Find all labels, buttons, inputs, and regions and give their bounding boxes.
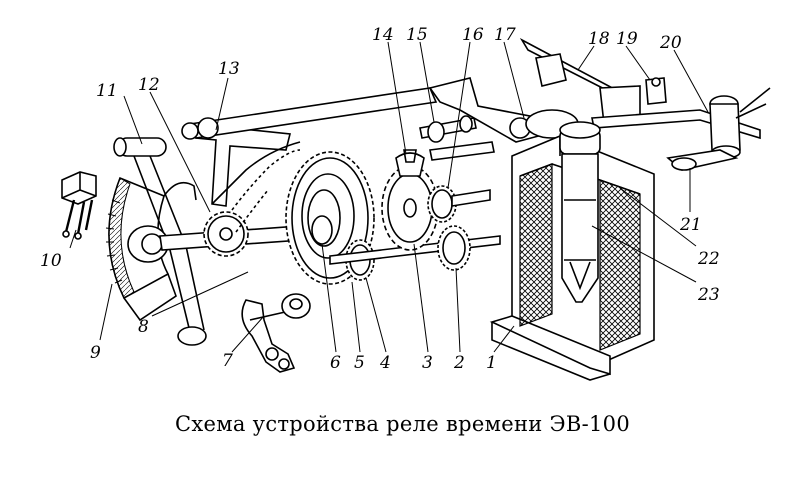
pointer-arm xyxy=(113,137,207,346)
callout-4: 4 xyxy=(379,353,391,373)
spring-bracket-13 xyxy=(195,123,301,233)
top-rod xyxy=(181,87,438,140)
lever-7 xyxy=(241,293,311,373)
gear-16 xyxy=(427,185,491,223)
callout-labels: 11 12 13 14 15 16 17 18 19 20 10 9 8 7 6… xyxy=(40,25,720,373)
callout-9: 9 xyxy=(90,343,101,363)
callout-6: 6 xyxy=(330,353,341,373)
callout-10: 10 xyxy=(40,251,62,271)
callout-19: 19 xyxy=(616,29,638,49)
callout-12: 12 xyxy=(138,75,160,95)
armature-22 xyxy=(559,121,601,155)
escape-wheel-3 xyxy=(381,165,439,251)
callout-5: 5 xyxy=(354,353,365,373)
anchor-14 xyxy=(395,141,495,177)
shaft-15 xyxy=(419,115,477,143)
callout-20: 20 xyxy=(659,33,682,53)
contact-block-10 xyxy=(61,171,97,240)
plunger-core-23 xyxy=(561,153,599,303)
diagram-caption: Схема устройства реле времени ЭВ-100 xyxy=(175,412,630,436)
spring-19 xyxy=(645,77,667,105)
callout-11: 11 xyxy=(96,81,118,101)
callout-18: 18 xyxy=(588,29,610,49)
callout-2: 2 xyxy=(453,353,465,373)
callout-3: 3 xyxy=(422,353,433,373)
callout-7: 7 xyxy=(222,351,233,371)
callout-14: 14 xyxy=(372,25,394,45)
callout-16: 16 xyxy=(462,25,484,45)
callout-8: 8 xyxy=(138,317,149,337)
callout-13: 13 xyxy=(218,59,240,79)
callout-23: 23 xyxy=(697,285,720,305)
callout-15: 15 xyxy=(406,25,428,45)
callout-21: 21 xyxy=(679,215,702,235)
gear-2 xyxy=(437,225,471,271)
callout-1: 1 xyxy=(486,353,497,373)
pinion-12 xyxy=(203,211,249,257)
contact-arm-21 xyxy=(666,149,739,171)
leader-lines xyxy=(69,41,709,353)
contact-20 xyxy=(709,87,771,159)
callout-22: 22 xyxy=(697,249,720,269)
callout-17: 17 xyxy=(494,25,516,45)
